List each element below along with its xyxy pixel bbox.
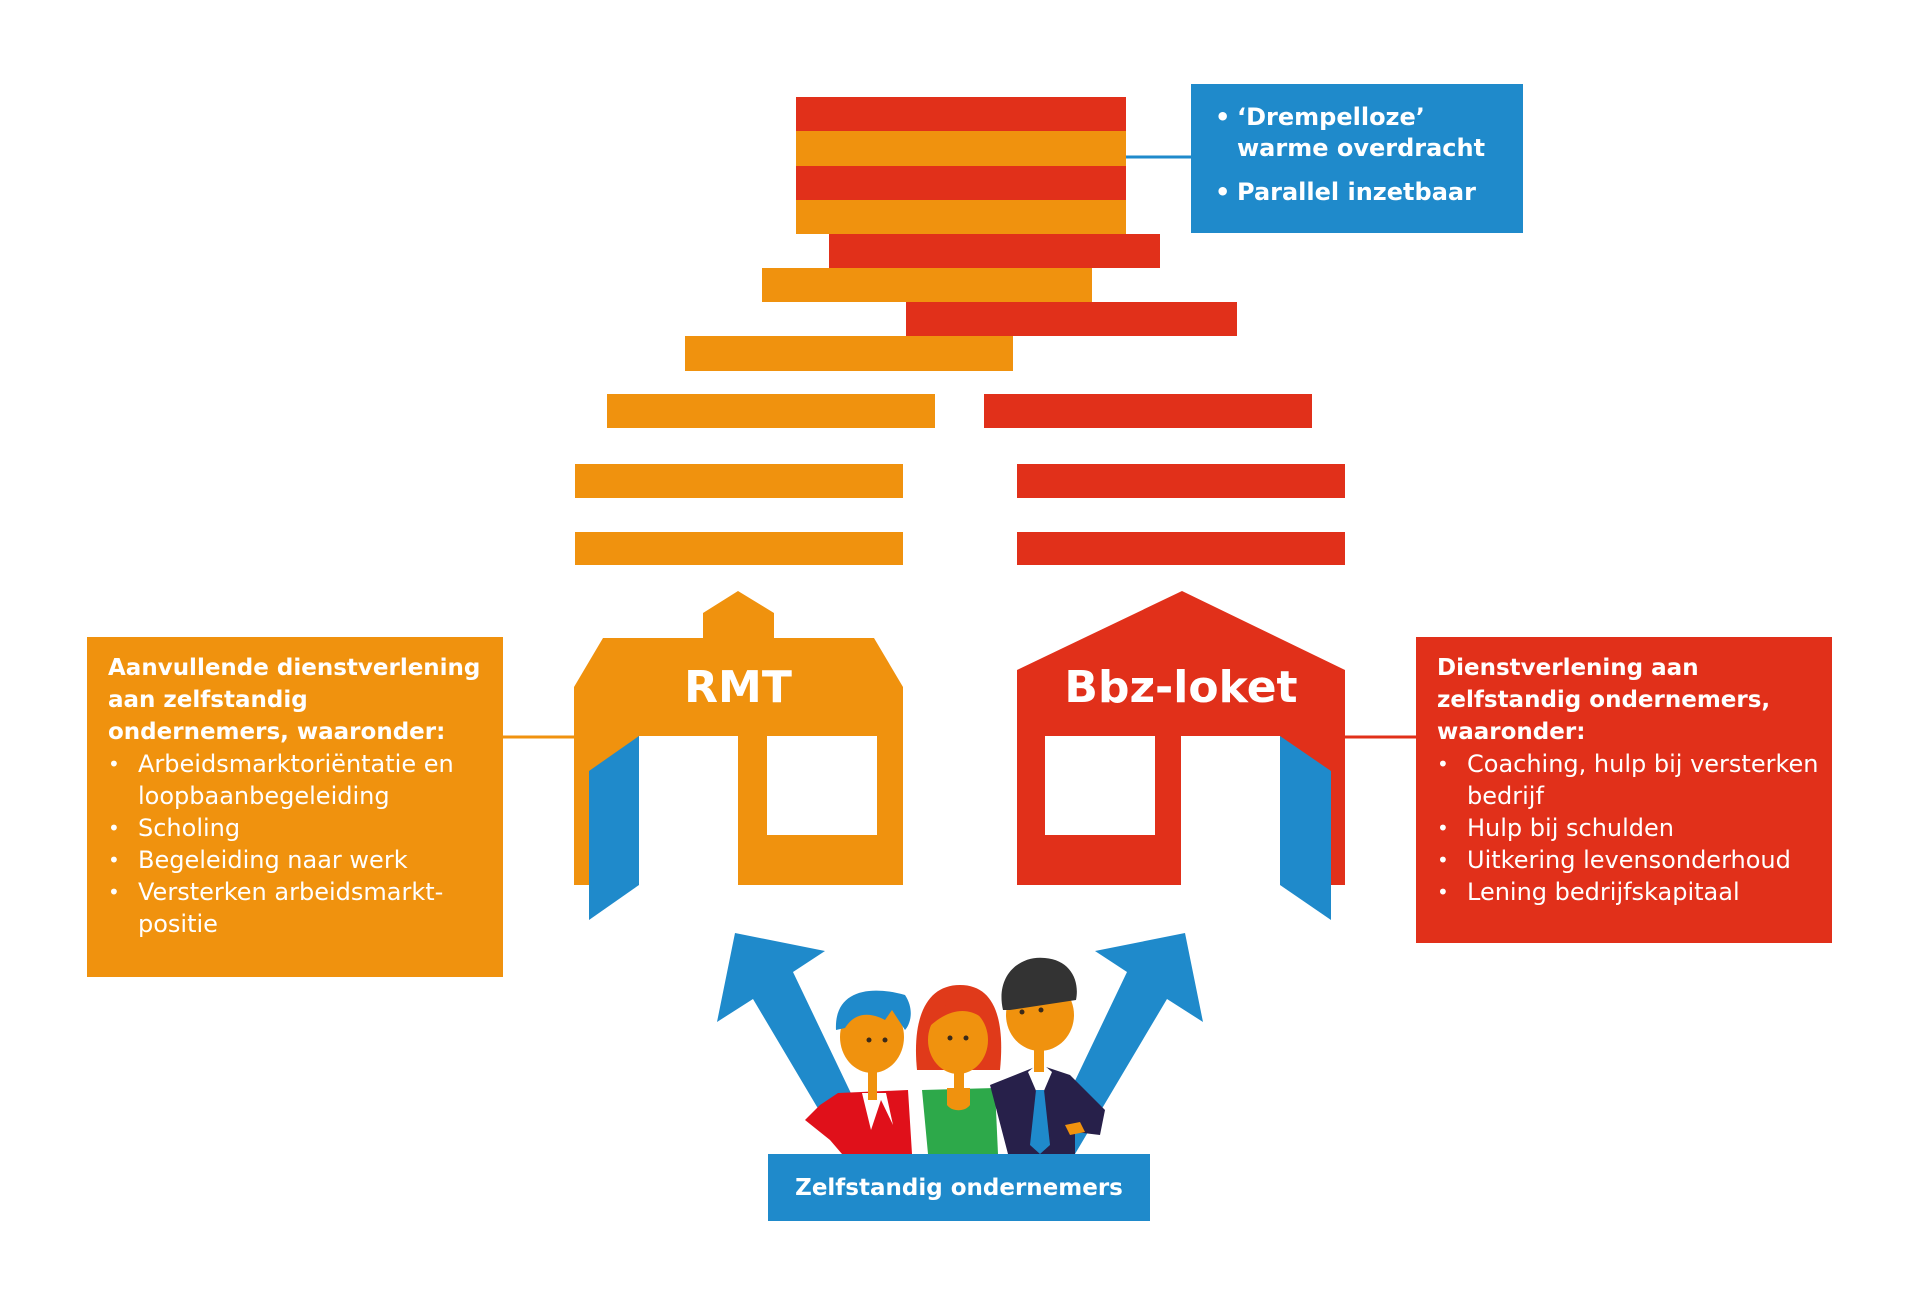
rmt-door-panel: [589, 736, 639, 920]
stripe-bar-red: [984, 394, 1312, 428]
person1-hair: [835, 990, 911, 1030]
rmt-service-item: Versterken arbeidsmarkt-positie: [108, 876, 493, 940]
stripe-bar-orange: [685, 336, 1013, 371]
target-group-label: Zelfstandig ondernemers: [768, 1154, 1150, 1221]
rmt-building: RMT: [574, 591, 903, 920]
person3-tie: [1030, 1090, 1050, 1154]
stripe-bar-orange: [575, 532, 903, 565]
person1-eye-right: [882, 1037, 888, 1043]
stripe-bar-orange: [762, 268, 1092, 302]
rmt-label: RMT: [684, 662, 792, 713]
rmt-services-title: Aanvullende dienstverlening aan zelfstan…: [108, 655, 481, 745]
person-dark-hair: [990, 957, 1105, 1154]
person-blue-hair: [805, 990, 912, 1154]
rmt-door-opening: [639, 736, 738, 885]
stripe-bar-orange: [607, 394, 935, 428]
stripe-bar-orange: [796, 131, 1126, 166]
bbz-services-box: Dienstverlening aan zelfstandig ondernem…: [1416, 637, 1832, 943]
stripe-stack: [575, 97, 1345, 565]
person3-collar: [1028, 1066, 1052, 1100]
bbz-service-item: Hulp bij schulden: [1437, 812, 1822, 844]
bbz-door-panel: [1280, 736, 1331, 920]
benefit-item: Parallel inzetbaar: [1213, 177, 1505, 208]
stripe-bar-red: [1017, 532, 1345, 565]
bbz-loket-building: Bbz-loket: [1017, 591, 1345, 920]
people-illustration: [805, 957, 1105, 1154]
person2-eye-left: [947, 1035, 953, 1041]
stripe-bar-red: [796, 166, 1126, 200]
person1-eye-left: [866, 1037, 872, 1043]
bbz-window: [1045, 736, 1155, 835]
benefits-box: ‘Drempelloze’ warme overdracht Parallel …: [1191, 84, 1523, 233]
bbz-label: Bbz-loket: [1064, 662, 1297, 713]
person2-neck: [954, 1065, 964, 1100]
person-red-hair: [915, 985, 1002, 1154]
person3-eye-right: [1038, 1007, 1044, 1013]
stripe-bar-red: [796, 97, 1126, 131]
benefit-item: ‘Drempelloze’ warme overdracht: [1213, 102, 1505, 164]
benefits-list: ‘Drempelloze’ warme overdracht Parallel …: [1213, 102, 1505, 208]
person1-face: [840, 1001, 904, 1073]
bbz-service-item: Lening bedrijfskapitaal: [1437, 876, 1822, 908]
person1-neck: [868, 1060, 877, 1100]
bbz-service-item: Uitkering levensonderhoud: [1437, 844, 1822, 876]
person2-neckline: [947, 1088, 970, 1111]
person3-eye-left: [1019, 1009, 1025, 1015]
person2-eye-right: [963, 1035, 969, 1041]
bbz-services-title: Dienstverlening aan zelfstandig ondernem…: [1437, 655, 1771, 745]
person2-face: [928, 1006, 988, 1074]
person3-hand: [1065, 1122, 1085, 1135]
rmt-window: [767, 736, 877, 835]
person1-collar: [862, 1093, 893, 1130]
stripe-bar-red: [829, 234, 1160, 268]
rmt-service-item: Scholing: [108, 812, 493, 844]
bbz-door-opening: [1181, 736, 1280, 885]
person2-shirt: [922, 1088, 998, 1154]
stripe-bar-red: [1017, 464, 1345, 498]
bbz-services-list: Coaching, hulp bij versterken bedrijf Hu…: [1437, 748, 1822, 908]
stripe-bar-red: [906, 302, 1237, 336]
person2-fringe: [926, 1002, 992, 1030]
person3-neck: [1034, 1040, 1044, 1072]
stripe-bar-orange: [796, 200, 1126, 234]
rmt-service-item: Begeleiding naar werk: [108, 844, 493, 876]
rmt-services-list: Arbeidsmarktoriëntatie en loopbaanbegele…: [108, 748, 493, 940]
person3-hair: [1001, 957, 1077, 1010]
bbz-service-item: Coaching, hulp bij versterken bedrijf: [1437, 748, 1822, 812]
rmt-service-item: Arbeidsmarktoriëntatie en loopbaanbegele…: [108, 748, 493, 812]
rmt-services-box: Aanvullende dienstverlening aan zelfstan…: [87, 637, 503, 977]
stripe-bar-orange: [575, 464, 903, 498]
